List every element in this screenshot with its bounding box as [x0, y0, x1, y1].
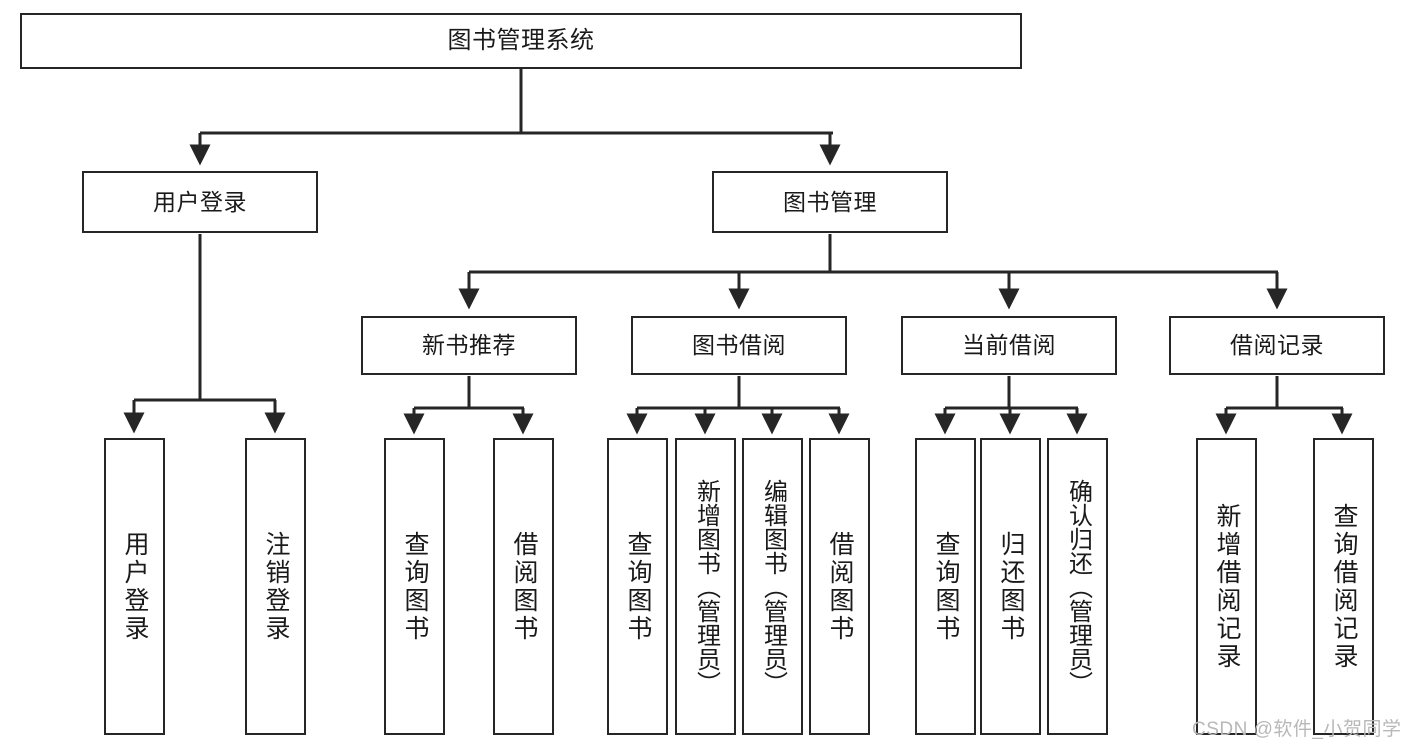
- node-new-book-recommend[interactable]: 新书推荐: [361, 316, 577, 375]
- node-new-book-recommend-label: 新书推荐: [422, 332, 516, 359]
- leaf-confirm-return[interactable]: 确认归还（管理员）: [1047, 438, 1108, 735]
- leaf-add-record-label: 新增借阅记录: [1213, 502, 1241, 671]
- leaf-add-record[interactable]: 新增借阅记录: [1196, 438, 1257, 735]
- leaf-query-record[interactable]: 查询借阅记录: [1313, 438, 1374, 735]
- node-borrow-record-label: 借阅记录: [1230, 332, 1324, 359]
- leaf-query-book-3-label: 查询图书: [932, 530, 960, 643]
- node-current-borrow[interactable]: 当前借阅: [901, 316, 1117, 375]
- leaf-logout-login-label: 注销登录: [262, 530, 290, 643]
- leaf-confirm-return-label: 确认归还（管理员）: [1064, 478, 1092, 695]
- node-user-login-label: 用户登录: [153, 188, 247, 215]
- node-book-borrow[interactable]: 图书借阅: [631, 316, 847, 375]
- leaf-return-book[interactable]: 归还图书: [980, 438, 1041, 735]
- leaf-query-book-2-label: 查询图书: [624, 530, 652, 643]
- leaf-user-login[interactable]: 用户登录: [104, 438, 165, 735]
- node-root-label: 图书管理系统: [447, 27, 595, 55]
- node-book-manage-label: 图书管理: [783, 188, 877, 215]
- leaf-query-record-label: 查询借阅记录: [1330, 502, 1358, 671]
- node-current-borrow-label: 当前借阅: [962, 332, 1056, 359]
- leaf-query-book-1[interactable]: 查询图书: [384, 438, 445, 735]
- leaf-add-book-label: 新增图书（管理员）: [692, 478, 720, 695]
- node-book-borrow-label: 图书借阅: [692, 332, 786, 359]
- node-book-manage[interactable]: 图书管理: [712, 171, 948, 233]
- leaf-borrow-book-1-label: 借阅图书: [510, 530, 538, 643]
- leaf-edit-book-label: 编辑图书（管理员）: [759, 478, 787, 695]
- node-borrow-record[interactable]: 借阅记录: [1169, 316, 1385, 375]
- leaf-query-book-2[interactable]: 查询图书: [607, 438, 668, 735]
- leaf-user-login-label: 用户登录: [121, 530, 149, 643]
- leaf-logout-login[interactable]: 注销登录: [245, 438, 306, 735]
- leaf-borrow-book-1[interactable]: 借阅图书: [493, 438, 554, 735]
- node-root[interactable]: 图书管理系统: [20, 13, 1022, 69]
- leaf-borrow-book-2[interactable]: 借阅图书: [809, 438, 870, 735]
- leaf-add-book[interactable]: 新增图书（管理员）: [675, 438, 736, 735]
- leaf-edit-book[interactable]: 编辑图书（管理员）: [742, 438, 803, 735]
- leaf-query-book-1-label: 查询图书: [401, 530, 429, 643]
- leaf-query-book-3[interactable]: 查询图书: [915, 438, 976, 735]
- leaf-borrow-book-2-label: 借阅图书: [826, 530, 854, 643]
- watermark: CSDN @软件_小贺同学: [1192, 719, 1402, 740]
- node-user-login[interactable]: 用户登录: [82, 171, 318, 233]
- leaf-return-book-label: 归还图书: [997, 530, 1025, 643]
